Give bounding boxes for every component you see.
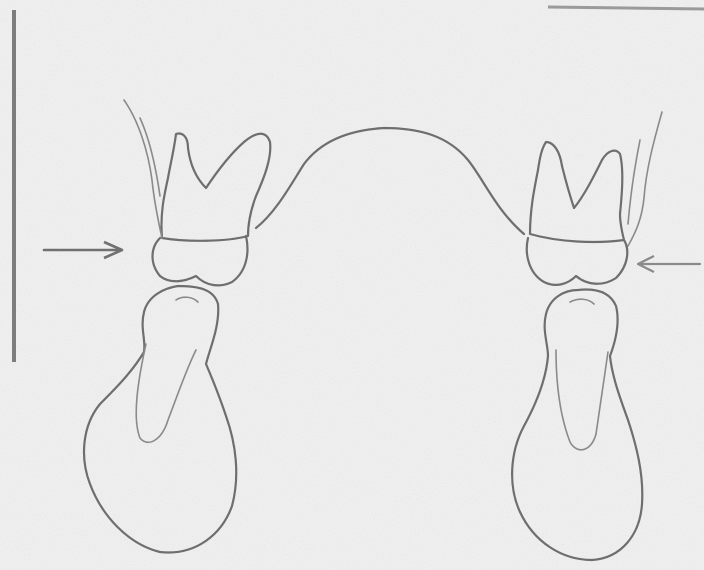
scan-edge-mark	[548, 7, 704, 9]
